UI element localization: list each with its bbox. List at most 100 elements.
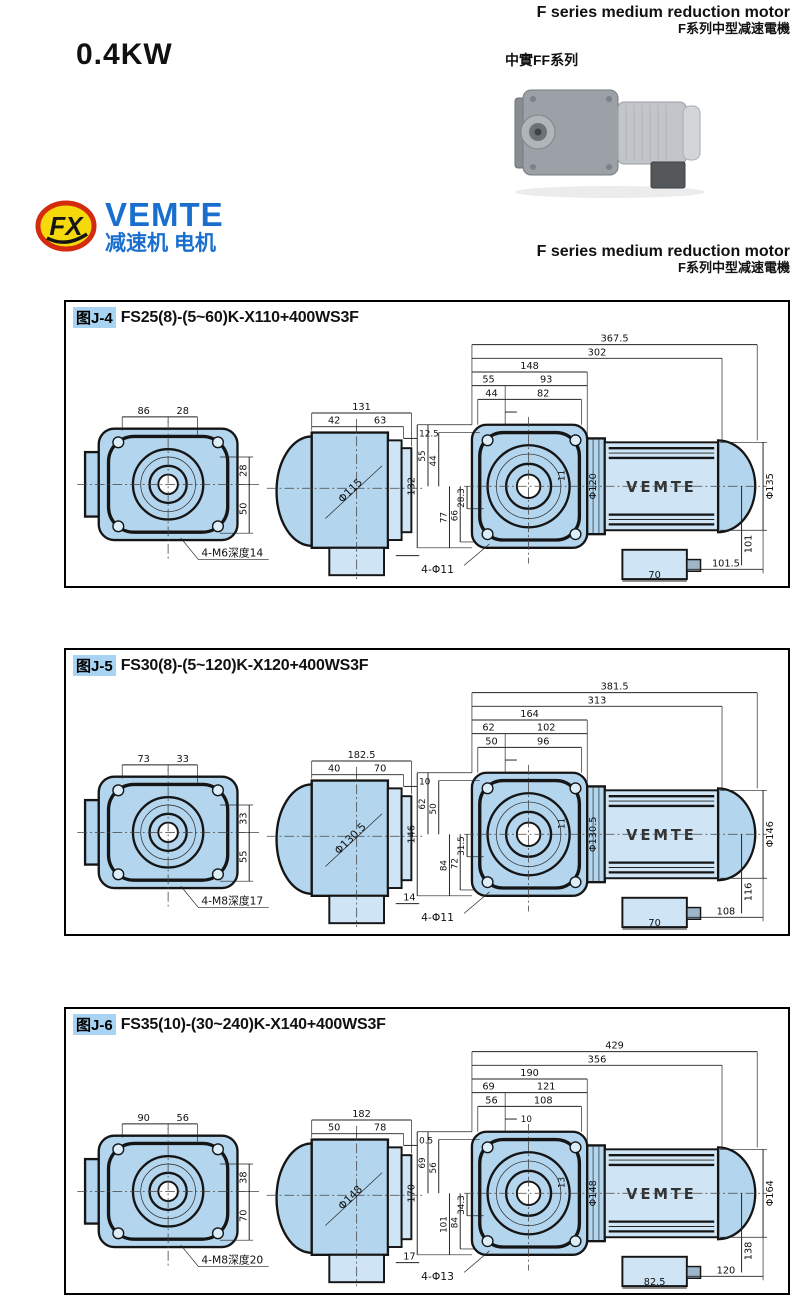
drawing-panel: 图J-5 FS30(8)-(5~120)K-X120+400WS3F 73 33… — [64, 648, 790, 936]
figure-label: 图J-4 — [73, 307, 116, 328]
figure-label: 图J-6 — [73, 1014, 116, 1035]
dim-label: 84 — [440, 860, 450, 872]
brand-on-motor: VEMTE — [626, 479, 697, 496]
dim-label: 14 — [403, 893, 415, 904]
dim-label: 0.5 — [419, 1136, 433, 1146]
dim-label: 93 — [540, 375, 552, 386]
dim-label: 70 — [648, 570, 660, 581]
dim-label: 12.5 — [419, 429, 439, 439]
dim-label: 33 — [177, 754, 189, 765]
panel-title-row: 图J-5 FS30(8)-(5~120)K-X120+400WS3F — [66, 650, 788, 677]
motor-diameter-label: Φ135 — [765, 473, 776, 499]
dim-label: 55 — [482, 375, 494, 386]
dim-label: 66 — [450, 510, 460, 522]
dim-label: 56 — [485, 1095, 497, 1106]
dim-label: 182.5 — [348, 750, 376, 761]
dim-label: 62 — [418, 798, 428, 809]
technical-drawing: 90 56 38 70 4-M8深度20 182 50 78 — [77, 1041, 776, 1289]
dim-label: 78 — [374, 1123, 386, 1134]
dim-label: 62 — [482, 723, 494, 734]
dim-label: 10 — [419, 777, 430, 787]
flange-diameter-label: Φ130.5 — [588, 816, 599, 852]
dim-label: 28.3 — [457, 488, 467, 508]
brand-subtitle: 减速机 电机 — [105, 232, 216, 255]
dim-label: 90 — [137, 1113, 149, 1124]
series-label: 中實FF系列 — [505, 52, 579, 68]
dim-label: 33 — [238, 812, 249, 824]
dim-label: 132 — [406, 477, 417, 496]
dim-label: 77 — [440, 512, 450, 523]
bolt-holes-note: 4-Φ13 — [421, 1270, 454, 1283]
main-view: VEMTE 367.5 302 148 55 93 44 82 — [406, 334, 776, 582]
dim-label: 313 — [588, 695, 607, 706]
dim-label: 101.5 — [712, 558, 740, 569]
dim-label: 101 — [440, 1216, 450, 1233]
dim-label: 55 — [238, 851, 249, 863]
dim-label: 356 — [588, 1054, 607, 1065]
dim-label: 50 — [429, 803, 439, 814]
main-view: VEMTE 381.5 313 164 62 102 50 96 — [406, 682, 776, 930]
dim-label: 138 — [743, 1242, 754, 1261]
dim-label: 73 — [137, 754, 149, 765]
tap-hole-note: 4-M8深度20 — [201, 1254, 263, 1267]
panel-title-row: 图J-6 FS35(10)-(30~240)K-X140+400WS3F — [66, 1009, 788, 1036]
dim-label: 34.3 — [457, 1195, 467, 1215]
dim-label: 86 — [137, 406, 149, 417]
dim-label: 429 — [605, 1041, 624, 1052]
dim-label: 116 — [743, 883, 754, 902]
dim-label: 55 — [418, 450, 428, 461]
dim-label: 82.5 — [644, 1277, 666, 1288]
side-view: 182.5 40 70 10 14 Φ130.5 — [266, 750, 430, 928]
dim-label: 170 — [406, 1184, 417, 1203]
dim-label: 17 — [403, 1252, 415, 1263]
dim-label: 50 — [238, 503, 249, 515]
dim-label: 70 — [648, 918, 660, 929]
dim-label: 31.5 — [457, 836, 467, 856]
front-view: 90 56 38 70 4-M8深度20 — [77, 1113, 269, 1267]
dim-label: 367.5 — [601, 334, 629, 345]
dim-label: 42 — [328, 416, 340, 427]
dim-label: 182 — [352, 1109, 371, 1120]
brand-name: VEMTE — [105, 196, 224, 233]
model-title: FS35(10)-(30~240)K-X140+400WS3F — [120, 1015, 386, 1033]
motor-diameter-label: Φ146 — [765, 821, 776, 847]
front-view: 73 33 33 55 4-M8深度17 — [77, 754, 269, 908]
dim-label: 190 — [520, 1068, 539, 1079]
dim-label: 69 — [418, 1157, 428, 1168]
key-dim-label: 11 — [558, 470, 568, 481]
dim-label: 69 — [482, 1082, 494, 1093]
flange-diameter-label: Φ120 — [588, 473, 599, 499]
motor-diameter-label: Φ164 — [765, 1180, 776, 1206]
dim-label: 108 — [534, 1095, 553, 1106]
front-view: 86 28 28 50 4-M6深度14 — [77, 406, 269, 560]
dim-label: 108 — [717, 906, 736, 917]
drawing-panel: 图J-4 FS25(8)-(5~60)K-X110+400WS3F 86 28 … — [64, 300, 790, 588]
dim-label: 56 — [177, 1113, 189, 1124]
key-dim-label: 13 — [558, 1177, 568, 1188]
product-photo — [505, 72, 715, 200]
tap-hole-note: 4-M8深度17 — [201, 895, 263, 908]
tap-hole-note: 4-M6深度14 — [201, 547, 263, 560]
panel-title-row: 图J-4 FS25(8)-(5~60)K-X110+400WS3F — [66, 302, 788, 329]
heading-cn: F系列中型减速電機 — [678, 21, 790, 37]
model-title: FS30(8)-(5~120)K-X120+400WS3F — [120, 656, 369, 674]
dim-label: 148 — [520, 361, 539, 372]
dim-label: 70 — [374, 764, 386, 775]
flange-diameter-label: Φ148 — [588, 1180, 599, 1206]
dim-label: 10 — [521, 1115, 532, 1125]
dim-label: 82 — [537, 388, 549, 399]
dim-label: 40 — [328, 764, 340, 775]
dim-label: 381.5 — [601, 682, 629, 693]
dim-label: 84 — [450, 1217, 460, 1229]
brand-on-motor: VEMTE — [626, 1186, 697, 1203]
dim-label: 50 — [485, 736, 497, 747]
heading-top: F series medium reduction motor F系列中型减速電… — [537, 4, 790, 37]
technical-drawing: 73 33 33 55 4-M8深度17 182.5 40 70 — [77, 682, 776, 930]
heading-mid: F series medium reduction motor F系列中型减速電… — [537, 243, 790, 276]
dim-label: 44 — [485, 388, 497, 399]
dim-label: 146 — [406, 825, 417, 844]
dim-label: 50 — [328, 1123, 340, 1134]
dim-label: 102 — [537, 723, 556, 734]
main-view: VEMTE 429 356 190 69 121 56 108 10 — [406, 1041, 776, 1289]
side-view: 182 50 78 0.5 17 Φ148 — [266, 1109, 433, 1287]
